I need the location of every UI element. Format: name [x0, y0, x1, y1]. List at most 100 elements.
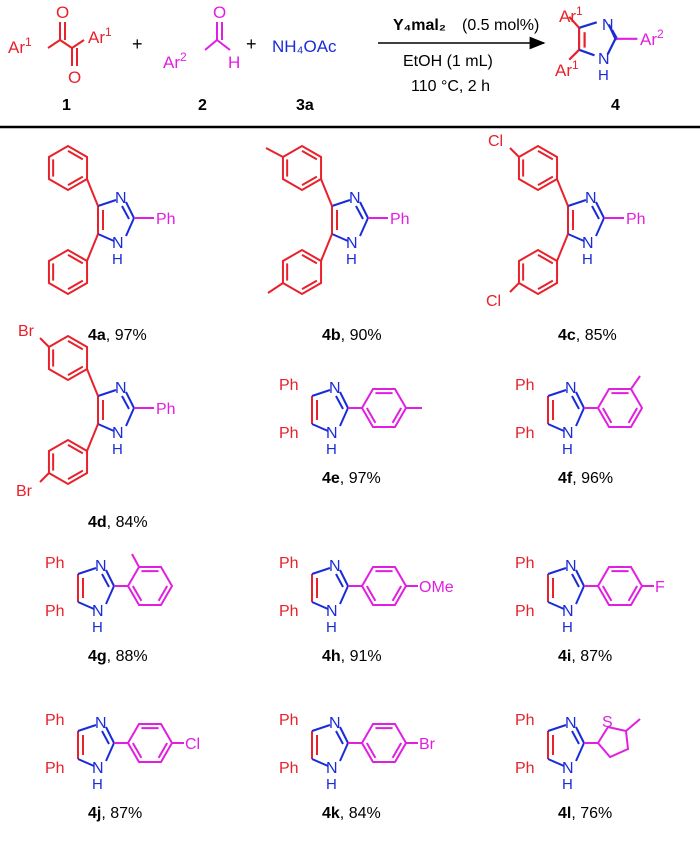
compound-yield: , 91%	[341, 648, 382, 665]
product-number: 4	[611, 97, 620, 114]
aryl-ring-top	[281, 144, 323, 192]
reactant-2-number: 2	[198, 97, 207, 114]
phenyl-label-c5: Ph	[515, 425, 535, 442]
imidazole-n3: N	[585, 190, 597, 207]
compound-yield: , 87%	[571, 648, 612, 665]
compound-label: 4e, 97%	[322, 470, 381, 487]
imidazole-n1-hydrogen: H	[582, 251, 593, 268]
compound-label: 4k, 84%	[322, 805, 381, 822]
compound-label: 4i, 87%	[558, 648, 612, 665]
compound-id: 4e	[322, 470, 340, 487]
aryl2-ring	[596, 387, 644, 429]
temperature-time-label: 110 °C, 2 h	[411, 78, 490, 95]
phenyl-label-c4: Ph	[515, 712, 535, 729]
compound-id: 4i	[558, 648, 571, 665]
aryl-ring-bottom	[47, 438, 89, 486]
compound-yield: , 88%	[107, 648, 148, 665]
product-ar1-top: Ar1	[559, 4, 583, 26]
reaction-header: O O Ar1 Ar1 1 + O Ar2 H 2 + NH₄OAc 3a Y₄…	[8, 3, 664, 114]
plus-sign-2: +	[246, 34, 257, 54]
imidazole-n1-hydrogen: H	[92, 619, 103, 636]
phenyl-label-c5: Ph	[515, 760, 535, 777]
reactant-1-diketone	[47, 22, 85, 66]
compound-yield: , 85%	[576, 327, 617, 344]
compound-yield: , 76%	[571, 805, 612, 822]
imidazole-n1: N	[326, 603, 338, 620]
imidazole-n1: N	[562, 425, 574, 442]
imidazole-n3: N	[565, 558, 577, 575]
imidazole-n1: N	[562, 760, 574, 777]
phenyl-label-c5: Ph	[515, 603, 535, 620]
thiophene-sulfur: S	[602, 714, 613, 731]
imidazole-n1: N	[112, 235, 124, 252]
aryl2-ring	[360, 387, 408, 429]
reactant-2-oxygen: O	[213, 3, 226, 22]
product-ar1-bottom: Ar1	[555, 58, 579, 80]
para-substituent-bottom: Br	[16, 483, 33, 500]
para-substituent: OMe	[419, 579, 454, 596]
aryl-ring-top	[517, 144, 559, 192]
phenyl-label: Ph	[156, 401, 176, 418]
solvent-label: EtOH (1 mL)	[403, 53, 493, 70]
reactant-3-ammonium-acetate: NH₄OAc	[272, 37, 337, 56]
phenyl-label-c5: Ph	[279, 425, 299, 442]
phenyl-label-c4: Ph	[515, 555, 535, 572]
imidazole-n1-hydrogen: H	[112, 251, 123, 268]
para-substituent: Br	[419, 736, 436, 753]
phenyl-label: Ph	[156, 211, 176, 228]
reactant-1-number: 1	[62, 97, 71, 114]
compound-id: 4c	[558, 327, 576, 344]
phenyl-label-c4: Ph	[279, 377, 299, 394]
phenyl-label-c4: Ph	[45, 555, 65, 572]
phenyl-label-c5: Ph	[279, 760, 299, 777]
reactant-2-hydrogen: H	[228, 53, 240, 72]
aryl2-ring	[596, 565, 644, 607]
imidazole-n3: N	[95, 558, 107, 575]
compound-id: 4d	[88, 514, 107, 531]
reactant-3-number: 3a	[296, 97, 314, 114]
compound-id: 4a	[88, 327, 106, 344]
reactant-1-oxygen-bottom: O	[68, 68, 81, 87]
product-n1-hydrogen: H	[598, 67, 609, 84]
para-substituent: Cl	[185, 736, 200, 753]
product-n1: N	[598, 51, 610, 68]
imidazole-n1-hydrogen: H	[562, 776, 573, 793]
compound-id: 4h	[322, 648, 341, 665]
compound-label: 4f, 96%	[558, 470, 613, 487]
imidazole-n1-hydrogen: H	[326, 441, 337, 458]
compound-yield: , 87%	[101, 805, 142, 822]
compound-label: 4g, 88%	[88, 648, 148, 665]
catalyst-label: Y₄mal₂	[393, 17, 446, 34]
compound-id: 4l	[558, 805, 571, 822]
aryl2-ring	[360, 565, 408, 607]
compound-label: 4c, 85%	[558, 327, 617, 344]
product-imidazole	[568, 16, 638, 61]
imidazole-n3: N	[329, 380, 341, 397]
phenyl-label-c4: Ph	[279, 712, 299, 729]
imidazole-n1-hydrogen: H	[326, 776, 337, 793]
imidazole-n3: N	[565, 715, 577, 732]
aryl2-ring	[126, 565, 174, 607]
compound-label: 4l, 76%	[558, 805, 612, 822]
reactant-1-ar1-left: Ar1	[8, 35, 32, 57]
imidazole-n1: N	[112, 425, 124, 442]
compound-label: 4h, 91%	[322, 648, 382, 665]
imidazole-n3: N	[115, 380, 127, 397]
imidazole-n1: N	[582, 235, 594, 252]
compound-id: 4k	[322, 805, 340, 822]
imidazole-n3: N	[565, 380, 577, 397]
imidazole-n3: N	[329, 715, 341, 732]
imidazole-n3: N	[115, 190, 127, 207]
imidazole-n1: N	[326, 760, 338, 777]
imidazole-n3: N	[329, 558, 341, 575]
para-substituent-top: Cl	[488, 133, 503, 150]
imidazole-n1-hydrogen: H	[562, 619, 573, 636]
imidazole-n3: N	[95, 715, 107, 732]
